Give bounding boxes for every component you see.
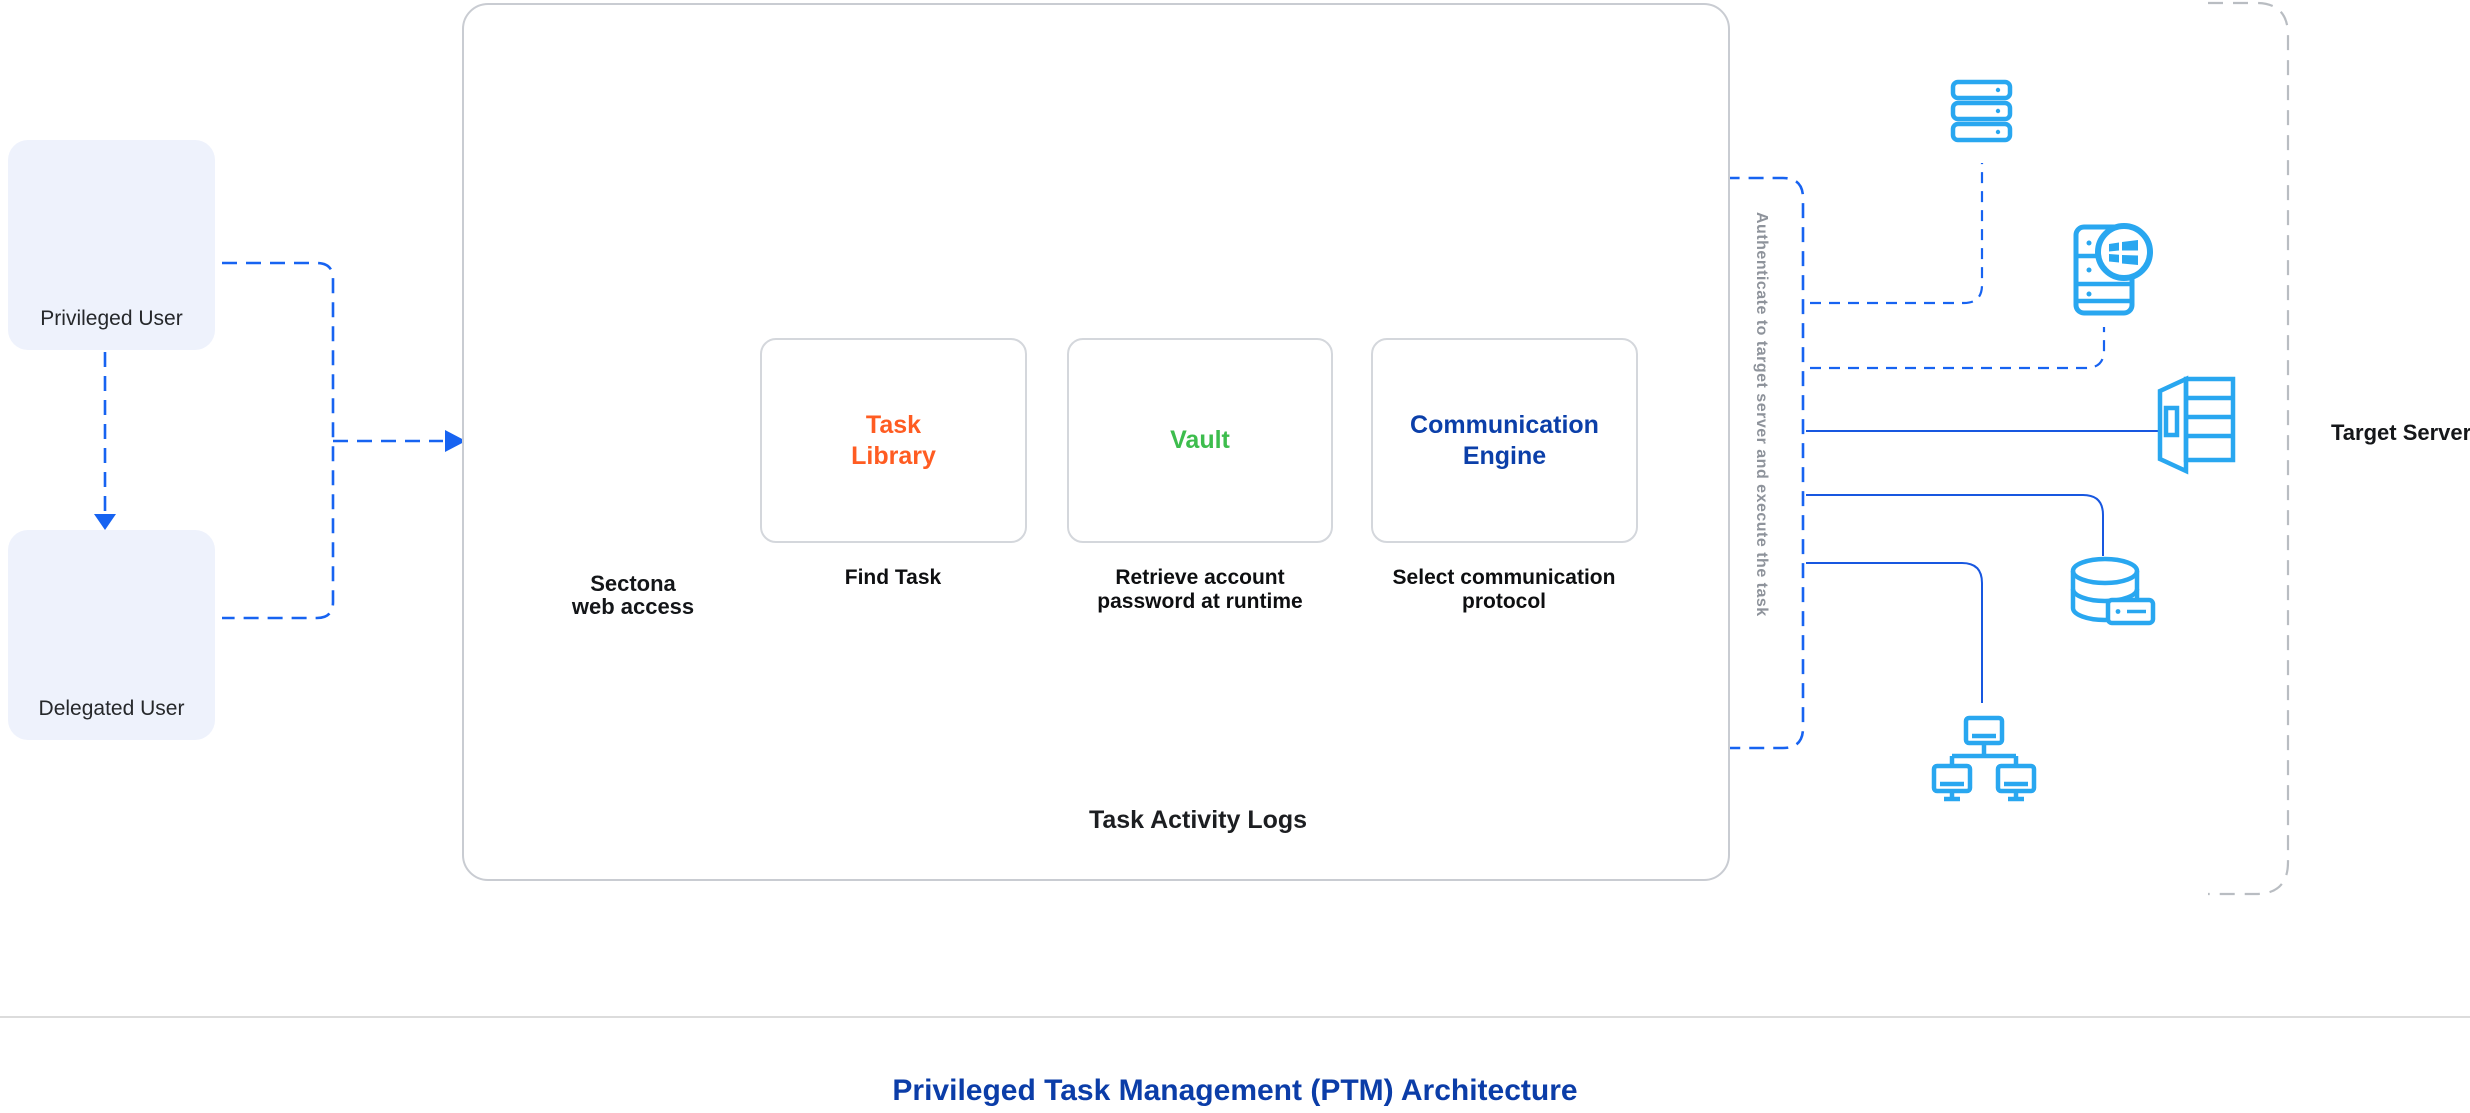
dashed-server-lines (1810, 163, 2106, 370)
task-library-title-line2: Library (851, 441, 936, 470)
arrow-down-icon (94, 514, 116, 530)
communication-engine-title-line2: Engine (1462, 441, 1547, 470)
target-zone-dashed-border (2208, 1, 2290, 896)
gateway-label-line1: Sectona (590, 571, 676, 596)
delegated-user-label: Delegated User (38, 697, 185, 720)
communication-engine-caption: Select communication protocol (1393, 566, 1616, 614)
target-server-icon (2157, 375, 2236, 475)
rack-servers-icon (1950, 79, 2013, 143)
caption-line: Retrieve account (1115, 566, 1285, 589)
task-library-caption: Find Task (845, 566, 941, 590)
vault-title-line1: Vault (1170, 426, 1230, 454)
privileged-user-card: Privileged User (8, 140, 215, 350)
sectona-web-access-label: Sectona web access (572, 572, 694, 618)
network-computers-icon (1931, 715, 2037, 802)
vault-caption: Retrieve account password at runtime (1097, 566, 1302, 614)
to-rack-servers-path (1810, 163, 1984, 305)
caption-line: password at runtime (1097, 590, 1303, 613)
target-server-label: Target Server (2331, 420, 2470, 445)
task-activity-logs-label: Task Activity Logs (1088, 806, 1308, 834)
caption-line: Find Task (844, 566, 942, 589)
to-windows-server-path (1810, 327, 2106, 370)
windows-server-icon (2073, 223, 2153, 316)
communication-engine-title-line1: Communication (1410, 410, 1599, 439)
authenticate-note: Authenticate to target server and execut… (1753, 212, 1770, 617)
page-title: Privileged Task Management (PTM) Archite… (892, 1074, 1578, 1107)
task-library-title-line1: Task (865, 410, 922, 439)
to-network-path (1806, 562, 1983, 703)
users-merge-path (222, 261, 335, 620)
caption-line: Select communication (1392, 566, 1616, 589)
delegated-user-card: Delegated User (8, 530, 215, 740)
vault-box: Vault (1067, 338, 1333, 543)
footer-divider (0, 1016, 2470, 1018)
to-database-path (1806, 494, 2104, 556)
caption-line: protocol (1461, 590, 1546, 613)
communication-engine-box: Communication Engine (1371, 338, 1638, 543)
privileged-user-label: Privileged User (40, 307, 183, 330)
solid-server-lines (1806, 430, 2158, 703)
gateway-label-line2: web access (571, 594, 695, 619)
database-storage-icon (2070, 556, 2156, 626)
task-library-box: Task Library (760, 338, 1027, 543)
